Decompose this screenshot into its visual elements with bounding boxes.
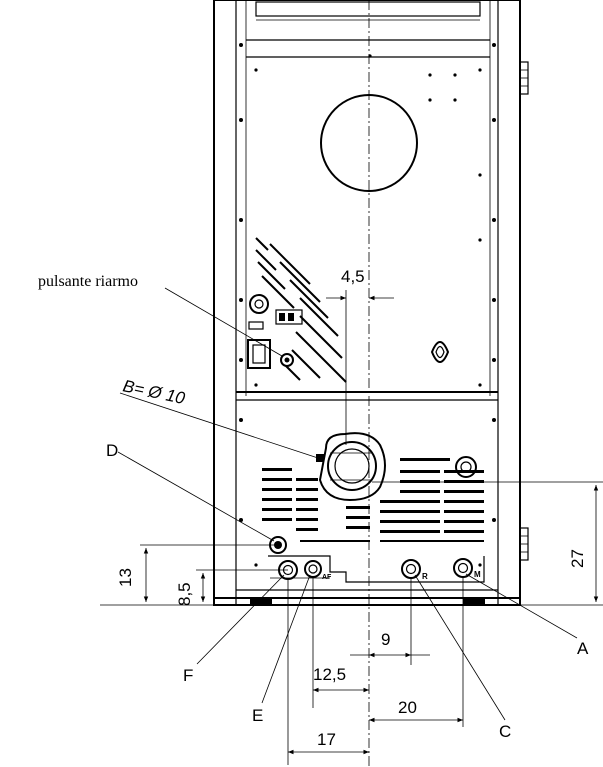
svg-text:17: 17 [317, 730, 336, 749]
svg-text:8,5: 8,5 [175, 582, 194, 606]
leader-b: B= Ø 10 [119, 376, 319, 459]
svg-text:F: F [183, 666, 193, 685]
leader-a: A [465, 573, 589, 658]
reset-knob [249, 294, 269, 314]
svg-text:20: 20 [398, 698, 417, 717]
dim-27: 27 [372, 481, 603, 606]
lower-louvers [262, 458, 484, 542]
svg-text:27: 27 [568, 549, 587, 568]
fitting-c [401, 559, 421, 579]
fitting-e [304, 560, 322, 578]
svg-text:13: 13 [116, 568, 135, 587]
dim-13: 13 [100, 544, 278, 606]
dim-4-5: 4,5 [326, 267, 394, 445]
dim-17: 17 [287, 580, 369, 765]
dim-9: 9 [350, 578, 430, 665]
dim-8-5: 8,5 [175, 569, 288, 606]
port-label-r: R [422, 572, 428, 581]
flue-b-connection [316, 432, 386, 502]
svg-text:E: E [252, 706, 263, 725]
connection-plate [268, 555, 485, 583]
svg-text:pulsante riarmo: pulsante riarmo [38, 273, 138, 290]
svg-text:9: 9 [381, 630, 390, 649]
port-label-m: M [474, 570, 481, 579]
right-fitting [455, 456, 477, 478]
side-hinges [519, 61, 529, 561]
inspection-port [430, 341, 450, 363]
svg-text:D: D [106, 441, 118, 460]
control-panel [247, 294, 303, 369]
dim-12-5: 12,5 [312, 578, 369, 708]
leader-c: C [414, 574, 511, 741]
switch-block [275, 309, 303, 325]
svg-text:C: C [499, 722, 511, 741]
svg-text:A: A [577, 639, 589, 658]
leader-d: D [106, 441, 275, 542]
svg-text:12,5: 12,5 [313, 665, 346, 684]
leader-f: F [183, 574, 285, 685]
svg-text:4,5: 4,5 [341, 267, 365, 286]
upper-louvers [255, 237, 347, 383]
leader-reset-button: pulsante riarmo [38, 273, 283, 357]
fitting-a [453, 558, 473, 578]
reset-button[interactable] [280, 353, 294, 367]
stove-body [213, 0, 521, 606]
svg-text:B= Ø 10: B= Ø 10 [121, 376, 187, 408]
screw-holes [239, 43, 496, 567]
dim-20: 20 [369, 578, 464, 727]
power-socket [247, 339, 271, 369]
leader-e: E [252, 574, 311, 725]
port-label-af: AF [322, 574, 332, 581]
